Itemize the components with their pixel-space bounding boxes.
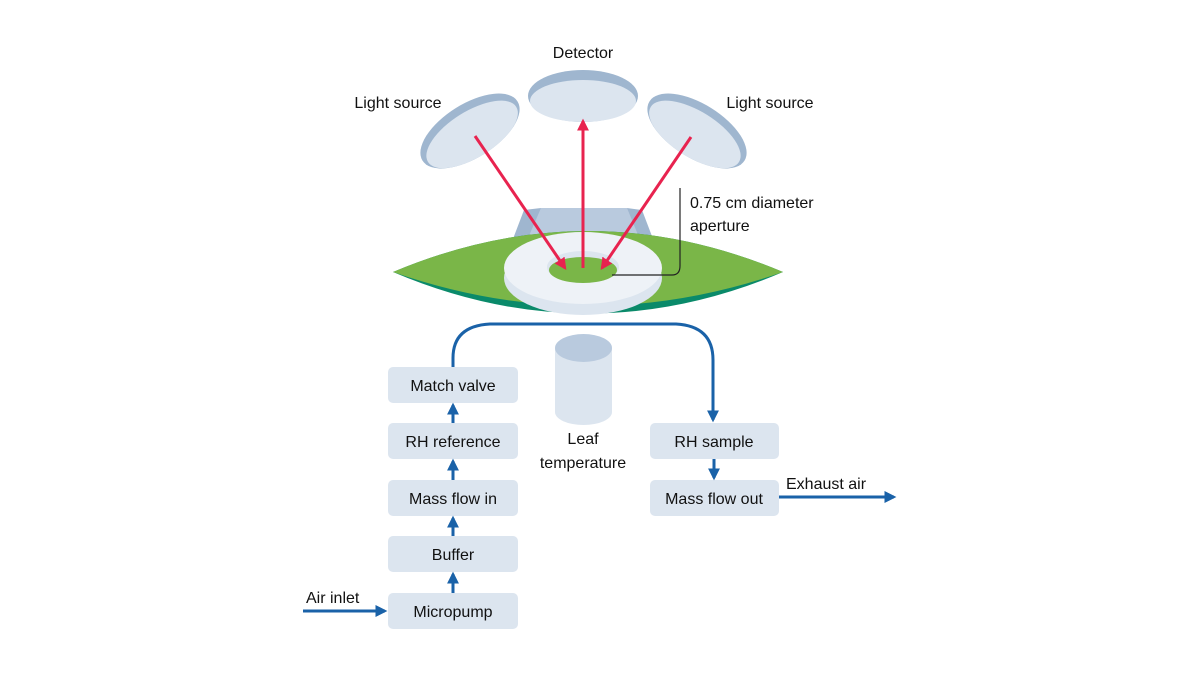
- light-source-right-label: Light source: [726, 95, 813, 112]
- leaf-temperature-label-line1: Leaf: [567, 431, 599, 448]
- aperture-label-line1: 0.75 cm diameter: [690, 195, 814, 212]
- box-rh-reference: RH reference: [388, 423, 518, 459]
- light-source-left-label: Light source: [354, 95, 441, 112]
- buffer-label: Buffer: [432, 547, 475, 564]
- leaf-temperature-sensor: [555, 334, 612, 425]
- light-source-right: [647, 93, 747, 169]
- box-buffer: Buffer: [388, 536, 518, 572]
- match-valve-label: Match valve: [410, 378, 495, 395]
- light-source-left: [420, 93, 520, 169]
- detector: [528, 70, 638, 122]
- box-micropump: Micropump: [388, 593, 518, 629]
- rh-reference-label: RH reference: [405, 434, 500, 451]
- flow-pipe-chamber: [451, 322, 719, 423]
- mass-flow-in-label: Mass flow in: [409, 491, 497, 508]
- air-inlet-label: Air inlet: [306, 590, 360, 607]
- box-rh-sample: RH sample: [650, 423, 779, 459]
- box-mass-flow-out: Mass flow out: [650, 480, 779, 516]
- exhaust-air-label: Exhaust air: [786, 476, 867, 493]
- leaf-temperature-label-line2: temperature: [540, 455, 626, 472]
- aperture-label-line2: aperture: [690, 218, 750, 235]
- rh-sample-label: RH sample: [674, 434, 753, 451]
- light-ray-left: [473, 135, 567, 270]
- micropump-label: Micropump: [413, 604, 492, 621]
- aperture-callout-line: [612, 188, 681, 276]
- mass-flow-out-label: Mass flow out: [665, 491, 763, 508]
- box-mass-flow-in: Mass flow in: [388, 480, 518, 516]
- detector-label: Detector: [553, 45, 614, 62]
- light-ray-right: [600, 136, 693, 270]
- box-match-valve: Match valve: [388, 367, 518, 403]
